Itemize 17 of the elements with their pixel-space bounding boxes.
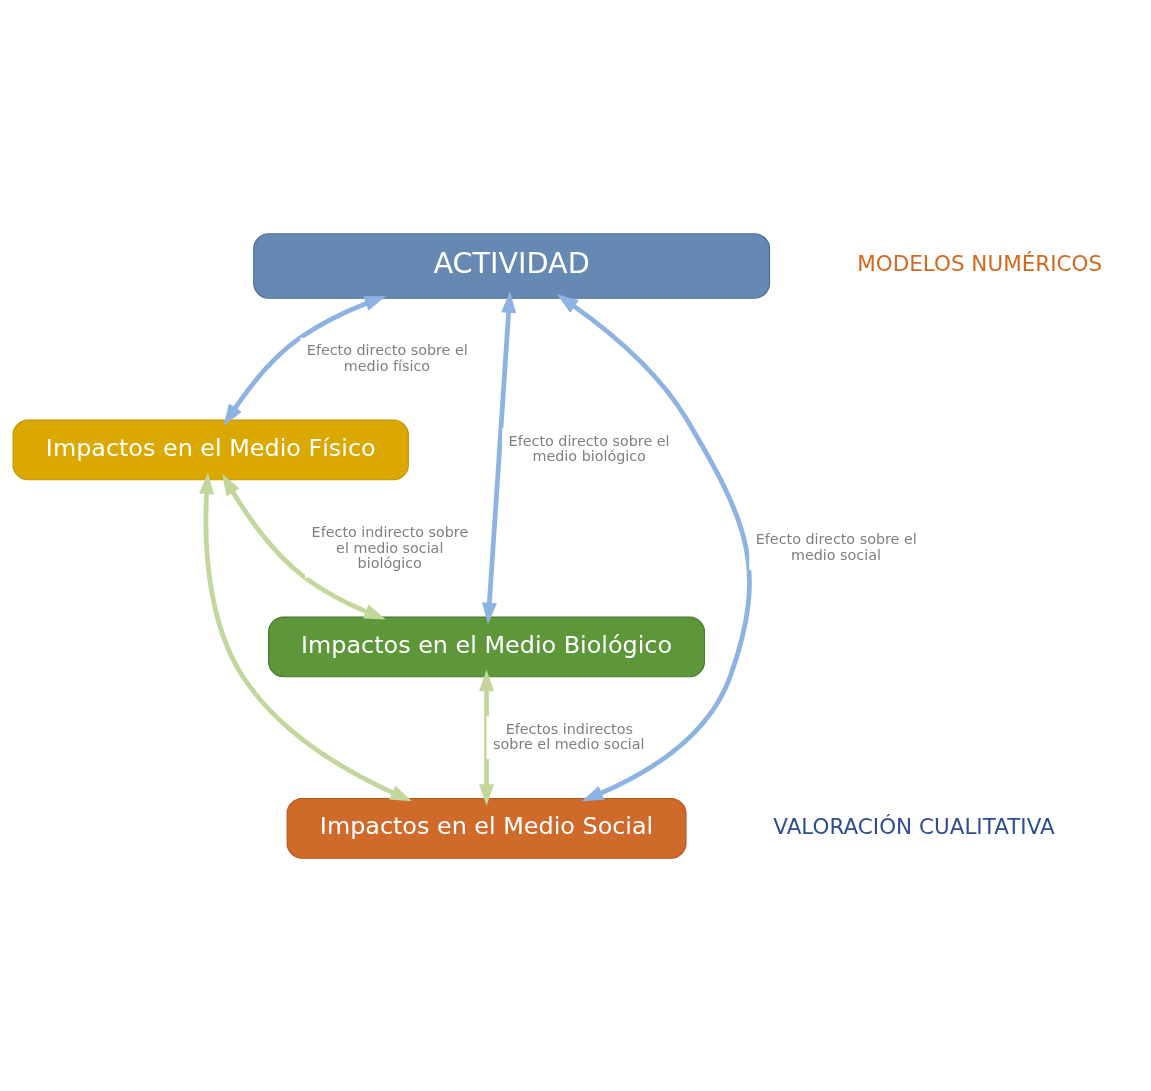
arrow [481,290,517,624]
arrow [199,472,412,801]
node-box: Impactos en el Medio Físico [12,418,409,480]
edge-label: Efecto directo sobre el medio físico [306,341,468,374]
node-box: Impactos en el Medio Biológico [268,615,706,677]
edge-label: Efecto indirecto sobre el medio social biológico [311,523,469,571]
edge-label: Efecto directo sobre el medio biológico [508,432,670,464]
edge-label: Efectos indirectos sobre el medio social [493,720,645,752]
arrow [479,669,495,806]
label: MODELOS NUMÉRICOS [857,250,1103,276]
edge-label: Efecto directo sobre el medio social [755,530,917,563]
node-box: ACTIVIDAD [253,232,771,299]
arrow [223,295,387,426]
label: VALORACIÓN CUALITATIVA [773,813,1055,839]
node-box: Impactos en el Medio Social [286,797,687,859]
arrow [556,293,752,801]
arrow [222,473,386,620]
